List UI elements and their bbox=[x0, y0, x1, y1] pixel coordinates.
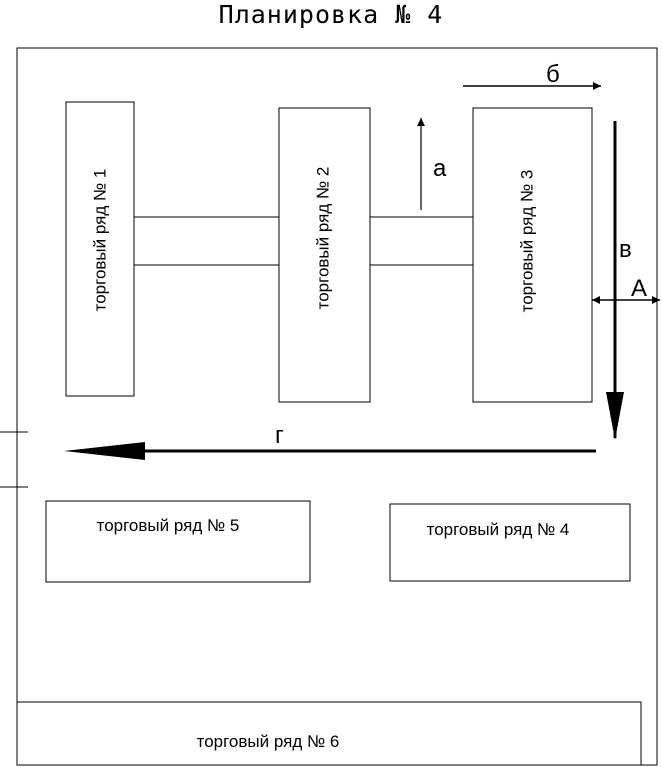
trade-row-6-label: торговый ряд № 6 bbox=[197, 732, 340, 751]
arrow-A-label: А bbox=[631, 275, 647, 302]
arrow-b-label: б bbox=[546, 61, 560, 88]
arrow-v-label: в bbox=[619, 236, 632, 263]
trade-row-5-label: торговый ряд № 5 bbox=[97, 516, 240, 535]
trade-row-2-label: торговый ряд № 2 bbox=[314, 167, 333, 310]
trade-row-2: торговый ряд № 2 bbox=[278, 107, 371, 403]
trade-row-3: торговый ряд № 3 bbox=[472, 107, 593, 403]
arrow-g-label: г bbox=[275, 422, 284, 449]
trade-row-3-label: торговый ряд № 3 bbox=[518, 170, 537, 313]
trade-row-1-label: торговый ряд № 1 bbox=[91, 169, 110, 312]
arrow-v-head bbox=[606, 392, 624, 440]
trade-row-5: торговый ряд № 5 bbox=[45, 500, 311, 583]
trade-row-6: торговый ряд № 6 bbox=[16, 701, 642, 766]
arrow-g-head bbox=[64, 442, 145, 460]
arrow-a-label: а bbox=[433, 155, 447, 182]
trade-row-1: торговый ряд № 1 bbox=[65, 101, 135, 397]
trade-row-4-label: торговый ряд № 4 bbox=[427, 520, 570, 539]
page-title: Планировка № 4 bbox=[218, 0, 444, 29]
trade-row-4: торговый ряд № 4 bbox=[389, 503, 631, 582]
